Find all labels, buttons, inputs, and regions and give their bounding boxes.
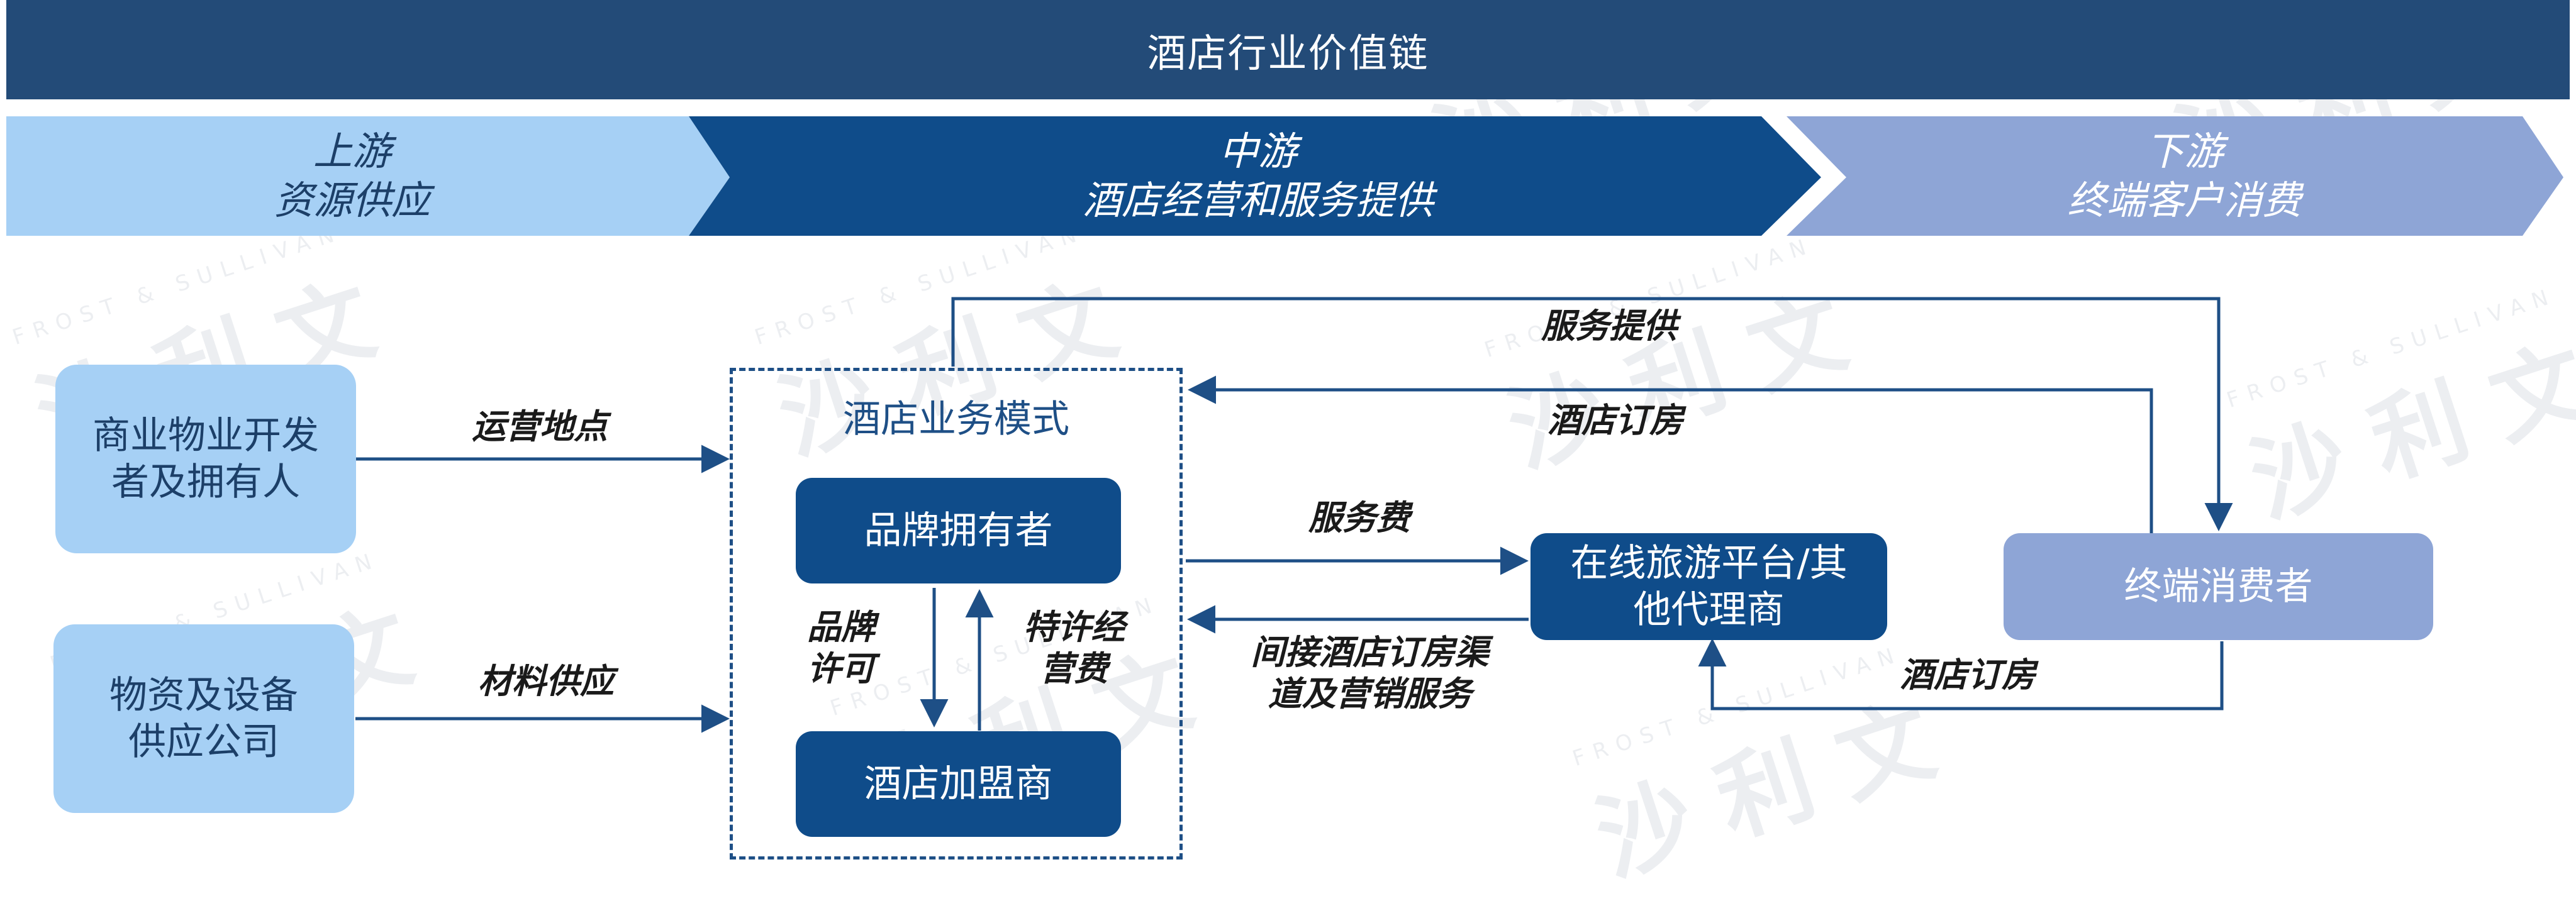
chevron-downstream-label: 下游 终端客户消费 [1846, 116, 2523, 236]
label-franchise-fee: 特许经营费 [1023, 607, 1125, 688]
arrow-hotel-booking-bottom [1698, 638, 2224, 710]
node-property-developer: 商业物业开发者及拥有人 [55, 365, 356, 553]
node-supplies-company: 物资及设备供应公司 [53, 624, 354, 813]
downstream-title: 下游 [2145, 128, 2224, 174]
chevron-midstream [689, 116, 1821, 236]
node-franchisee: 酒店加盟商 [796, 731, 1121, 837]
page-title: 酒店行业价值链 [1147, 30, 1429, 76]
node-ota-label: 在线旅游平台/其他代理商 [1570, 541, 1848, 632]
node-property-developer-label: 商业物业开发者及拥有人 [92, 414, 319, 504]
node-brand-owner: 品牌拥有者 [796, 478, 1121, 583]
header-bar: 酒店行业价值链 [6, 0, 2570, 99]
label-brand-license: 品牌许可 [807, 607, 875, 688]
midstream-subtitle: 酒店经营和服务提供 [1082, 177, 1434, 223]
node-ota: 在线旅游平台/其他代理商 [1531, 533, 1887, 640]
business-model-container [730, 368, 1183, 860]
midstream-title: 中游 [1218, 128, 1297, 174]
upstream-title: 上游 [313, 128, 391, 174]
label-indirect-booking: 间接酒店订房渠道及营销服务 [1251, 633, 1489, 714]
label-material-supply: 材料供应 [478, 661, 614, 701]
node-brand-owner-label: 品牌拥有者 [864, 509, 1053, 553]
node-consumer: 终端消费者 [2004, 533, 2433, 640]
node-consumer-label: 终端消费者 [2124, 565, 2313, 609]
chevron-upstream-label: 上游 资源供应 [6, 116, 698, 236]
label-service-fee: 服务费 [1308, 498, 1410, 538]
label-service-provision: 服务提供 [1541, 306, 1677, 346]
chevron-midstream-label: 中游 酒店经营和服务提供 [730, 116, 1787, 236]
arrow-service-provision [951, 297, 2233, 531]
downstream-subtitle: 终端客户消费 [2067, 177, 2302, 223]
node-franchisee-label: 酒店加盟商 [864, 762, 1053, 806]
diagram-canvas [6, 116, 2563, 733]
label-hotel-booking-bottom: 酒店订房 [1900, 655, 2036, 695]
chevron-upstream [6, 116, 730, 236]
upstream-subtitle: 资源供应 [274, 177, 430, 223]
arrow-hotel-booking-top [1188, 375, 2153, 533]
business-model-title: 酒店业务模式 [843, 397, 1069, 441]
label-hotel-booking-top: 酒店订房 [1547, 401, 1683, 440]
chevron-downstream [1787, 116, 2563, 236]
label-operating-site: 运营地点 [472, 407, 608, 446]
node-supplies-company-label: 物资及设备供应公司 [109, 673, 298, 764]
